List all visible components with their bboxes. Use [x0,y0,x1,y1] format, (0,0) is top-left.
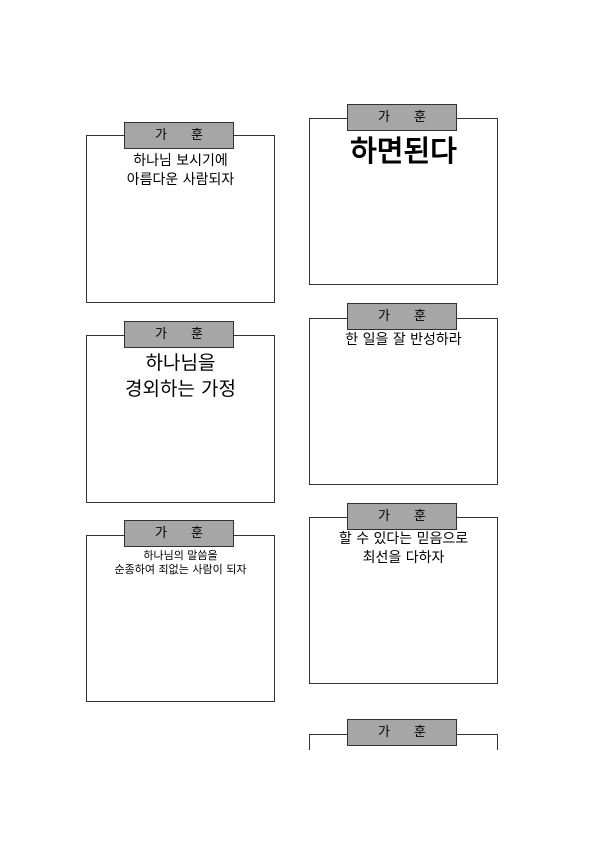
motto-card-2: 하면된다 [309,118,498,285]
motto-text-4: 한 일을 잘 반성하라 [345,332,462,348]
motto-tab-6: 가 훈 [347,503,457,530]
motto-text-1: 하나님 보시기에 아름다운 사람되자 [126,153,235,188]
motto-text-6: 할 수 있다는 믿음으로 최선을 다하자 [338,531,469,566]
motto-card-3: 하나님을 경외하는 가정 [86,335,275,503]
motto-card-5: 하나님의 말씀을 순종하여 죄없는 사람이 되자 [86,535,275,702]
motto-tab-5: 가 훈 [124,520,234,547]
motto-tab-7: 가 훈 [347,719,457,746]
motto-tab-4: 가 훈 [347,303,457,330]
motto-tab-1: 가 훈 [124,122,234,149]
motto-text-3: 하나님을 경외하는 가정 [125,352,236,400]
motto-tab-2: 가 훈 [347,104,457,131]
motto-card-6: 할 수 있다는 믿음으로 최선을 다하자 [309,517,498,684]
motto-text-2: 하면된다 [350,134,457,168]
motto-card-1: 하나님 보시기에 아름다운 사람되자 [86,135,275,303]
motto-text-5: 하나님의 말씀을 순종하여 죄없는 사람이 되자 [114,549,247,576]
motto-card-4: 한 일을 잘 반성하라 [309,318,498,485]
motto-tab-3: 가 훈 [124,321,234,348]
